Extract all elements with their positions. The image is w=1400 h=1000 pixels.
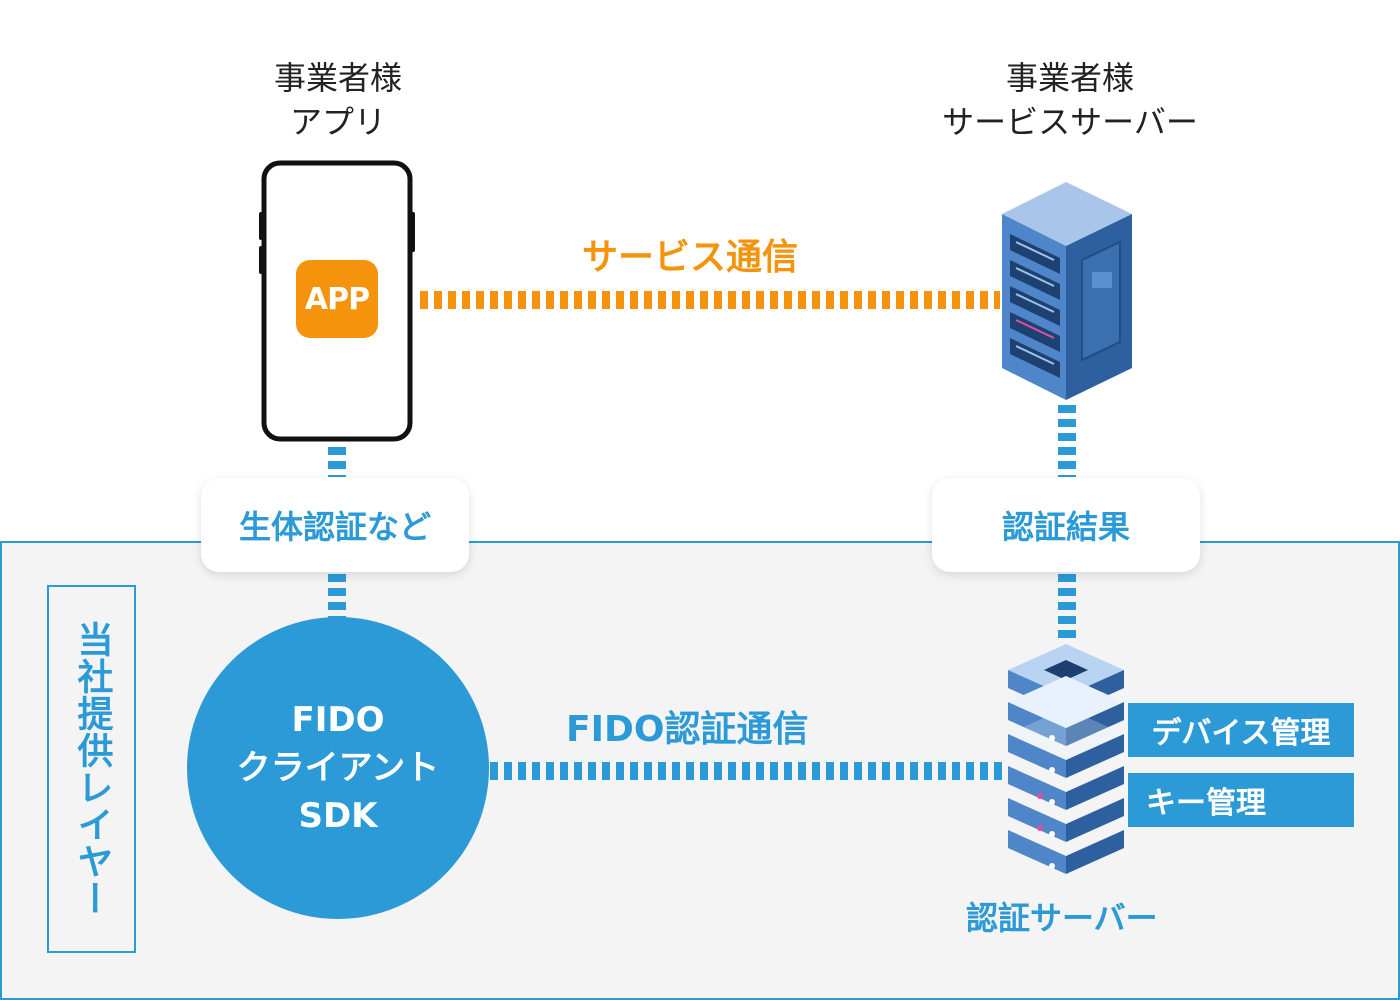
fido-comm-label: FIDO認証通信	[566, 709, 809, 750]
server-to-pill-line	[1058, 405, 1076, 477]
device-management-tag: デバイス管理	[1128, 703, 1354, 757]
app-to-pill-line	[328, 447, 346, 477]
pill-to-auth-server-line	[1058, 574, 1076, 640]
auth-result-pill: 認証結果	[932, 478, 1200, 572]
app-icon-label: APP	[304, 281, 370, 317]
fido-comm-line	[490, 762, 1008, 780]
biometric-pill: 生体認証など	[201, 478, 469, 572]
app-icon: APP	[296, 260, 378, 338]
app-title: 事業者様 アプリ	[273, 59, 402, 141]
layer-label-text: 当社提供レイヤー	[71, 621, 113, 917]
sdk-line-3: SDK	[298, 796, 378, 836]
key-management-tag: キー管理	[1128, 773, 1354, 827]
sdk-line-2: クライアント	[236, 748, 440, 788]
auth-server-label: 認証サーバー	[966, 899, 1158, 937]
service-server-title: 事業者様 サービスサーバー	[942, 59, 1198, 141]
service-comm-line	[420, 291, 1000, 309]
service-comm-label: サービス通信	[582, 237, 799, 278]
fido-sdk-circle: FIDO クライアント SDK	[187, 617, 489, 919]
pill-to-sdk-line	[328, 574, 346, 618]
auth-server-icon	[1000, 640, 1132, 880]
layer-label: 当社提供レイヤー	[47, 585, 136, 953]
server-rack-icon	[996, 174, 1138, 404]
sdk-line-1: FIDO	[291, 700, 385, 740]
